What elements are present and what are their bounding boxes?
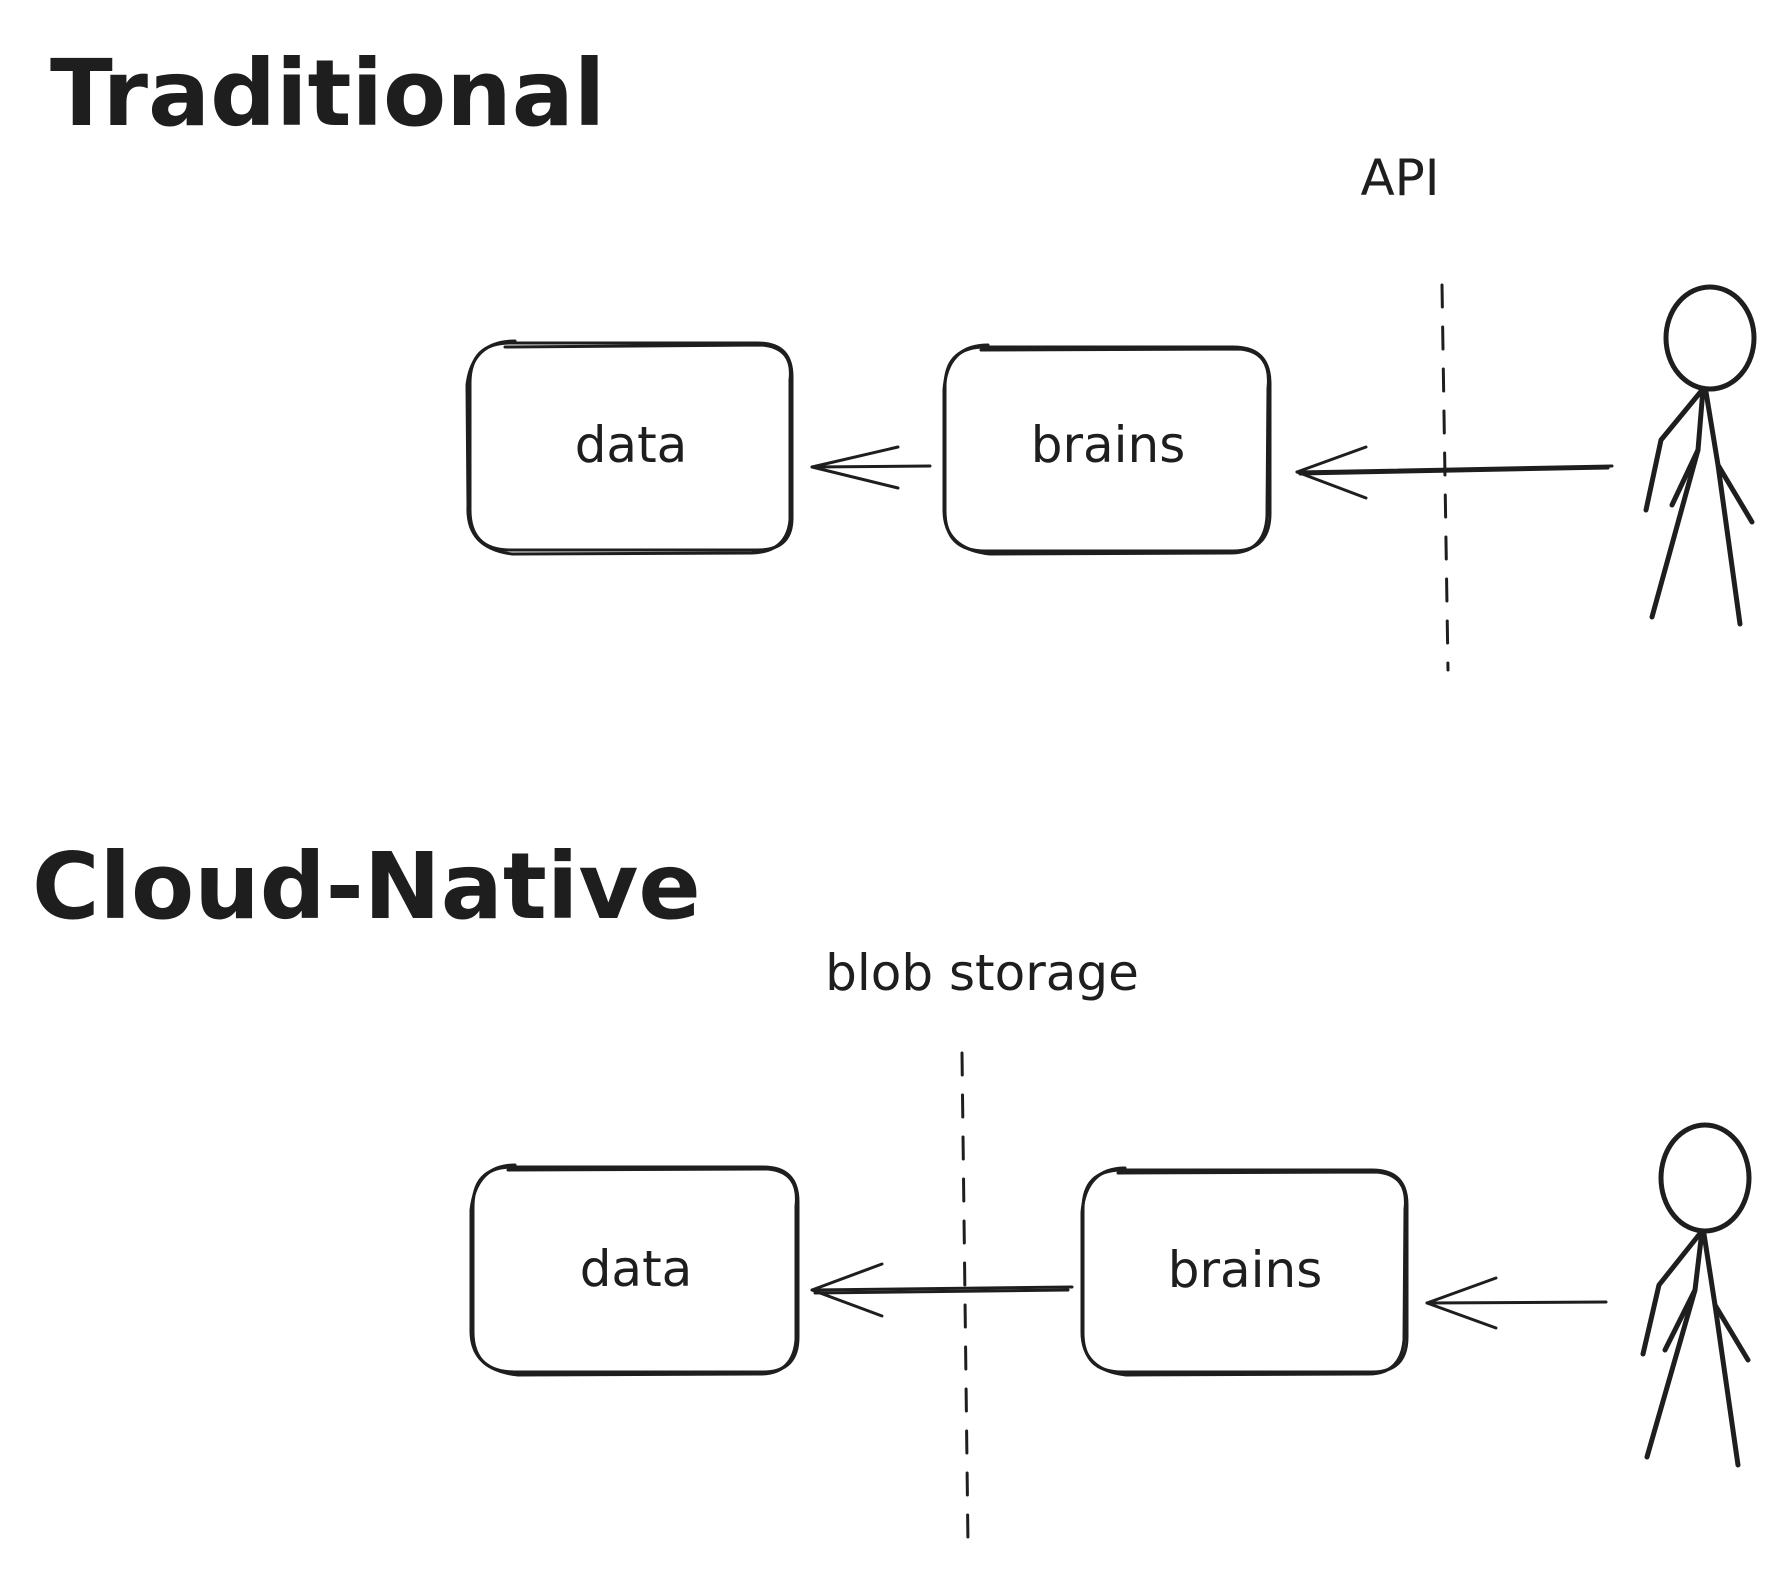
blob-storage-boundary-line	[960, 1051, 970, 1547]
cloud-native-data-box: data	[469, 1163, 800, 1377]
cloud-native-heading: Cloud-Native	[32, 833, 701, 940]
cloud-native-brains-to-data-arrow	[810, 1262, 1074, 1318]
traditional-brains-to-data-arrow	[810, 445, 932, 490]
traditional-user-to-brains-arrow	[1295, 445, 1614, 500]
cloud-native-user-to-brains-arrow	[1425, 1276, 1608, 1330]
cloud-native-data-label: data	[580, 1240, 693, 1298]
cloud-native-section: Cloud-Native blob storage data brains	[32, 833, 1752, 1547]
traditional-data-label: data	[575, 416, 688, 474]
cloud-native-user-stick-figure-icon	[1640, 1122, 1752, 1468]
traditional-section: Traditional API data brains	[50, 40, 1757, 672]
traditional-user-stick-figure-icon	[1643, 284, 1757, 627]
traditional-heading: Traditional	[50, 40, 605, 147]
traditional-brains-box: brains	[942, 343, 1272, 556]
cloud-native-brains-box: brains	[1080, 1166, 1409, 1377]
cloud-native-brains-label: brains	[1168, 1241, 1323, 1299]
api-boundary-label: API	[1360, 149, 1439, 207]
traditional-data-box: data	[465, 339, 794, 556]
api-boundary-line	[1440, 283, 1450, 672]
blob-storage-boundary-label: blob storage	[825, 944, 1139, 1002]
traditional-brains-label: brains	[1031, 416, 1186, 474]
